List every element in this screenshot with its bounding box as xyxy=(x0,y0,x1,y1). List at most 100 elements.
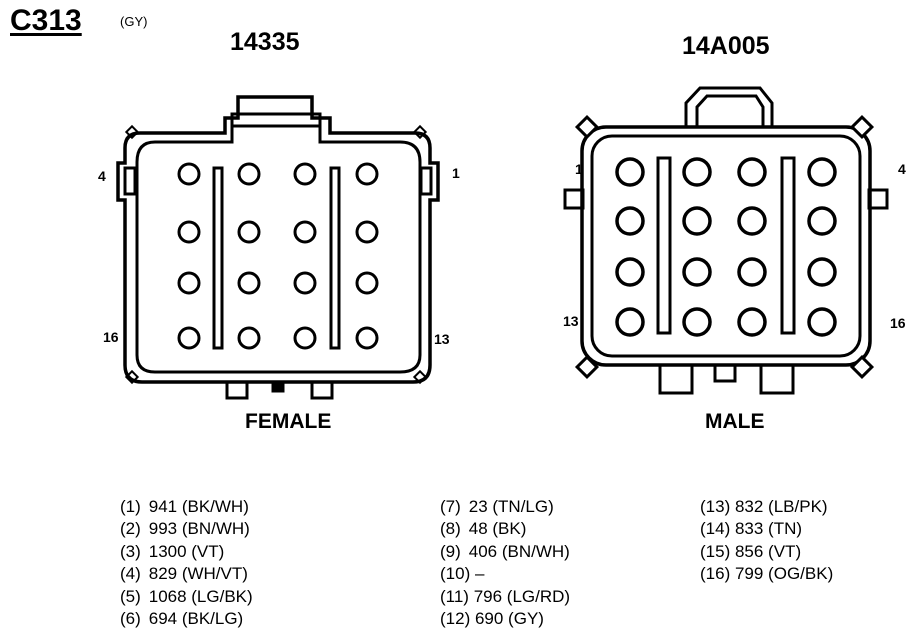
female-corner-label-top-left: 4 xyxy=(98,168,106,184)
female-pin-socket xyxy=(177,326,201,350)
female-pin-grid xyxy=(177,162,379,350)
male-label: MALE xyxy=(705,410,765,433)
circuit-info: 833 (TN) xyxy=(734,519,803,539)
pinout-row: (12) 690 (GY) xyxy=(440,608,570,630)
circuit-info: 1300 (VT) xyxy=(148,541,225,561)
male-corner-label-bottom-left: 13 xyxy=(563,313,579,329)
pinout-row: (7) 23 (TN/LG) xyxy=(440,496,570,518)
circuit-info: 694 (BK/LG) xyxy=(148,609,244,629)
circuit-info: 993 (BN/WH) xyxy=(148,519,250,539)
male-pin xyxy=(682,157,712,187)
male-pin xyxy=(737,257,767,287)
pin-number: (13) xyxy=(700,497,731,516)
male-corner-label-bottom-right: 16 xyxy=(890,315,906,331)
female-part-number: 14335 xyxy=(230,28,300,56)
male-corner-label-top-left: 1 xyxy=(575,161,583,177)
male-corner-label-top-right: 4 xyxy=(898,161,906,177)
male-pin xyxy=(682,257,712,287)
male-pin xyxy=(807,307,837,337)
pinout-row: (13) 832 (LB/PK) xyxy=(700,496,833,518)
pin-number: (10) xyxy=(440,564,471,584)
circuit-info: 829 (WH/VT) xyxy=(148,564,248,584)
male-pin xyxy=(807,157,837,187)
circuit-info: 832 (LB/PK) xyxy=(734,497,828,516)
female-pin-socket xyxy=(293,220,317,244)
male-pin xyxy=(807,257,837,287)
pinout-column-1: (1) 941 (BK/WH) (2) 993 (BN/WH) (3) 1300… xyxy=(120,496,253,630)
male-pin xyxy=(807,206,837,236)
pinout-row: (9) 406 (BN/WH) xyxy=(440,541,570,563)
pinout-row: (8) 48 (BK) xyxy=(440,518,570,540)
pinout-row: (5) 1068 (LG/BK) xyxy=(120,586,253,608)
circuit-info: 1068 (LG/BK) xyxy=(148,586,253,606)
female-pin-socket xyxy=(355,326,379,350)
female-pin-socket xyxy=(177,220,201,244)
circuit-info: – xyxy=(474,564,485,584)
female-label: FEMALE xyxy=(245,410,332,433)
female-corner-label-top-right: 1 xyxy=(452,165,460,181)
pin-number: (16) xyxy=(700,564,731,584)
male-pin xyxy=(682,206,712,236)
pin-number: (2) xyxy=(120,519,141,539)
male-pin xyxy=(737,307,767,337)
male-pin xyxy=(737,206,767,236)
pin-number: (11) xyxy=(440,586,469,606)
pin-number: (3) xyxy=(120,541,141,561)
pinout-row: (15) 856 (VT) xyxy=(700,541,833,563)
circuit-info: 796 (LG/RD) xyxy=(473,586,571,606)
pinout-column-2: (7) 23 (TN/LG) (8) 48 (BK) (9) 406 (BN/W… xyxy=(440,496,570,630)
female-pin-socket xyxy=(177,271,201,295)
female-corner-label-bottom-right: 13 xyxy=(434,331,450,347)
circuit-info: 690 (GY) xyxy=(474,609,544,629)
male-part-number: 14A005 xyxy=(682,32,770,60)
male-pin xyxy=(615,257,645,287)
female-pin-socket xyxy=(293,162,317,186)
pin-number: (4) xyxy=(120,564,141,584)
female-connector-face xyxy=(116,95,440,400)
male-pin xyxy=(682,307,712,337)
pin-number: (5) xyxy=(120,586,141,606)
pinout-column-3: (13) 832 (LB/PK) (14) 833 (TN) (15) 856 … xyxy=(700,496,833,586)
pinout-row: (6) 694 (BK/LG) xyxy=(120,608,253,630)
circuit-info: 48 (BK) xyxy=(468,519,527,539)
female-pin-socket xyxy=(355,220,379,244)
pinout-row: (11) 796 (LG/RD) xyxy=(440,586,570,608)
pin-number: (8) xyxy=(440,519,461,539)
male-pin xyxy=(615,206,645,236)
pin-number: (7) xyxy=(440,497,461,516)
pin-number: (9) xyxy=(440,541,461,561)
pin-number: (12) xyxy=(440,609,471,629)
pinout-row: (16) 799 (OG/BK) xyxy=(700,563,833,585)
connector-id: C313 xyxy=(10,4,82,37)
female-pin-socket xyxy=(237,162,261,186)
connector-color: (GY) xyxy=(120,14,148,29)
male-pin xyxy=(615,157,645,187)
male-connector-face xyxy=(563,86,889,395)
male-pin xyxy=(615,307,645,337)
female-pin-socket xyxy=(177,162,201,186)
female-corner-label-bottom-left: 16 xyxy=(103,329,119,345)
male-pin xyxy=(737,157,767,187)
female-pin-socket xyxy=(293,271,317,295)
female-pin-socket xyxy=(355,271,379,295)
pin-number: (6) xyxy=(120,609,141,629)
circuit-info: 856 (VT) xyxy=(734,541,802,561)
circuit-info: 941 (BK/WH) xyxy=(148,497,249,516)
pinout-row: (1) 941 (BK/WH) xyxy=(120,496,253,518)
female-pin-socket xyxy=(237,326,261,350)
pinout-row: (10) – xyxy=(440,563,570,585)
circuit-info: 23 (TN/LG) xyxy=(468,497,554,516)
female-pin-socket xyxy=(237,220,261,244)
circuit-info: 406 (BN/WH) xyxy=(468,541,570,561)
pin-number: (14) xyxy=(700,519,731,539)
pin-number: (15) xyxy=(700,541,731,561)
circuit-info: 799 (OG/BK) xyxy=(734,564,834,584)
pinout-row: (4) 829 (WH/VT) xyxy=(120,563,253,585)
pinout-row: (3) 1300 (VT) xyxy=(120,541,253,563)
pin-number: (1) xyxy=(120,497,141,516)
pinout-row: (2) 993 (BN/WH) xyxy=(120,518,253,540)
female-pin-socket xyxy=(355,162,379,186)
female-pin-socket xyxy=(237,271,261,295)
pinout-row: (14) 833 (TN) xyxy=(700,518,833,540)
